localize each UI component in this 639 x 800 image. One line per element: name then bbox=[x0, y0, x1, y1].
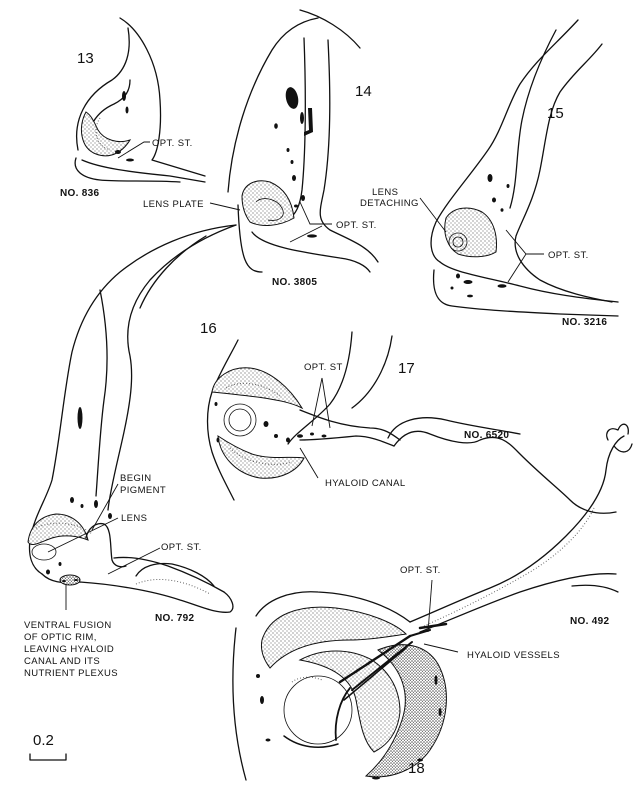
ventral-fusion-label-line-4: CANAL AND ITS bbox=[24, 656, 100, 667]
ventral-fusion-label-line-2: OF OPTIC RIM, bbox=[24, 632, 97, 643]
figure-17-specimen-number: NO. 6520 bbox=[464, 430, 509, 441]
figure-15-stage-number: 15 bbox=[547, 105, 564, 122]
figure-15: 15 LENS DETACHING OPT. ST. NO. 3216 bbox=[360, 19, 619, 328]
figure-18-opt-st-label: OPT. ST. bbox=[400, 565, 441, 576]
figure-16-specimen-number: NO. 792 bbox=[155, 613, 194, 624]
ventral-fusion-label-line-1: VENTRAL FUSION bbox=[24, 620, 112, 631]
figure-13-opt-st-label: OPT. ST. bbox=[152, 138, 193, 149]
figure-17-opt-st-label: OPT. ST bbox=[304, 362, 343, 373]
lens-plate-label: LENS PLATE bbox=[143, 199, 204, 210]
figure-14: 14 OPT. ST. LENS PLATE NO. 3805 bbox=[143, 9, 379, 288]
hyaloid-canal-label: HYALOID CANAL bbox=[325, 478, 406, 489]
figure-14-opt-st-label: OPT. ST. bbox=[336, 220, 377, 231]
figure-13-stage-number: 13 bbox=[77, 50, 94, 67]
scale-bar-value: 0.2 bbox=[33, 732, 54, 749]
figure-17: 17 OPT. ST HYALOID CANAL NO. 6520 bbox=[206, 331, 617, 514]
scale-bar: 0.2 bbox=[29, 732, 67, 761]
figure-16: 16 BEGIN PIGMENT LENS OPT. ST. NO. 792 V… bbox=[24, 224, 237, 679]
hyaloid-vessels-label: HYALOID VESSELS bbox=[467, 650, 560, 661]
figure-15-opt-st-label: OPT. ST. bbox=[548, 250, 589, 261]
figure-15-specimen-number: NO. 3216 bbox=[562, 317, 607, 328]
figure-14-specimen-number: NO. 3805 bbox=[272, 277, 317, 288]
begin-pigment-label-line-2: PIGMENT bbox=[120, 485, 166, 496]
figure-18-specimen-number: NO. 492 bbox=[570, 616, 609, 627]
lens-label: LENS bbox=[121, 513, 147, 524]
lens-detaching-label-line-1: LENS bbox=[372, 187, 398, 198]
figure-16-stage-number: 16 bbox=[200, 320, 217, 337]
figure-18-stage-number: 18 bbox=[408, 760, 425, 777]
figure-13: 13 OPT. ST. NO. 836 bbox=[60, 17, 206, 199]
ventral-fusion-label-line-5: NUTRIENT PLEXUS bbox=[24, 668, 118, 679]
figure-16-opt-st-label: OPT. ST. bbox=[161, 542, 202, 553]
ventral-fusion-label-line-3: LEAVING HYALOID bbox=[24, 644, 114, 655]
figure-14-stage-number: 14 bbox=[355, 83, 372, 100]
scale-bar-line bbox=[29, 753, 67, 761]
begin-pigment-label-line-1: BEGIN bbox=[120, 473, 152, 484]
figure-18: 18 OPT. ST. HYALOID VESSELS NO. 492 bbox=[232, 423, 633, 781]
figure-13-specimen-number: NO. 836 bbox=[60, 188, 99, 199]
figure-17-stage-number: 17 bbox=[398, 360, 415, 377]
lens-detaching-label-line-2: DETACHING bbox=[360, 198, 419, 209]
